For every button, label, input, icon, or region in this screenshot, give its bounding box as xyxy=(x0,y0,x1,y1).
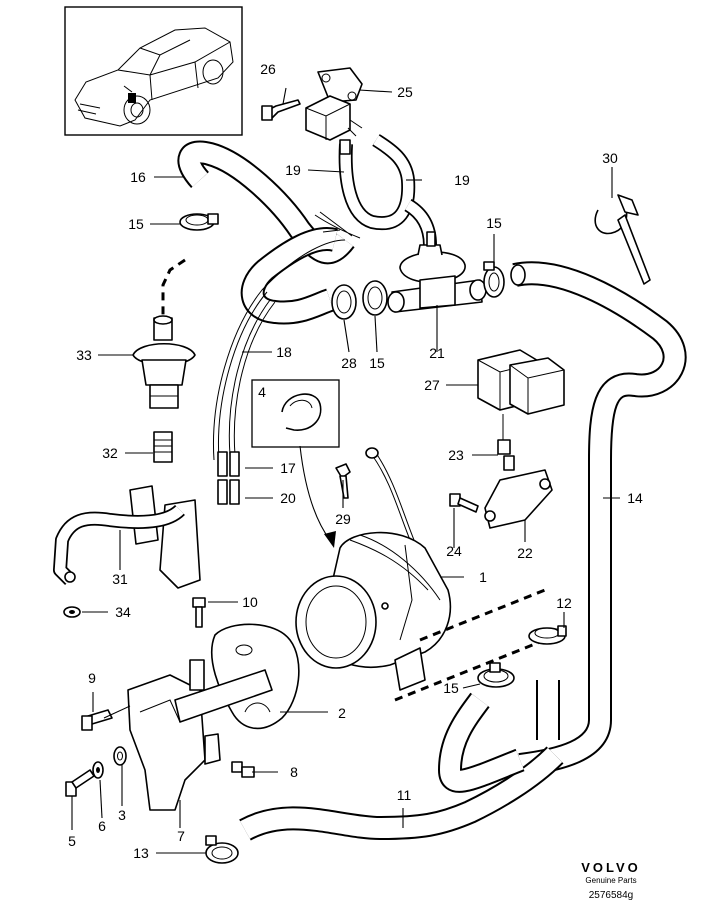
control-valve xyxy=(387,231,487,313)
fitting xyxy=(153,431,173,463)
callout-11: 11 xyxy=(397,787,412,803)
callout-15-mid: 15 xyxy=(369,355,385,371)
callout-15-right: 15 xyxy=(443,680,459,696)
callout-15-valve: 15 xyxy=(486,215,502,231)
callout-1: 1 xyxy=(479,569,487,585)
washer xyxy=(92,761,104,779)
callout-26: 26 xyxy=(260,61,276,77)
callout-28: 28 xyxy=(341,355,357,371)
callout-3: 3 xyxy=(118,807,126,823)
callout-18: 18 xyxy=(276,344,292,360)
support-bracket xyxy=(127,659,273,811)
bolt xyxy=(449,493,479,513)
callout-4: 4 xyxy=(258,384,266,400)
vacuum-hose xyxy=(338,134,437,246)
bolt xyxy=(65,769,95,797)
wiring-harness xyxy=(213,239,346,505)
bolt xyxy=(231,761,255,778)
hose-clamp xyxy=(528,625,567,645)
callout-labels: 26 25 30 16 19 19 15 15 33 18 28 15 21 2… xyxy=(68,61,643,861)
callout-32: 32 xyxy=(102,445,118,461)
callout-8: 8 xyxy=(290,764,298,780)
callout-13: 13 xyxy=(133,845,149,861)
hose-clamp xyxy=(477,662,515,688)
callout-9: 9 xyxy=(88,670,96,686)
sensor-bracket xyxy=(484,455,553,529)
callout-20: 20 xyxy=(280,490,296,506)
washer xyxy=(113,746,127,766)
callout-29: 29 xyxy=(335,511,351,527)
callout-19-left: 19 xyxy=(285,162,301,178)
callout-19-right: 19 xyxy=(454,172,470,188)
coolant-hose-lower xyxy=(239,261,687,841)
heater-unit xyxy=(295,531,452,691)
callout-23: 23 xyxy=(448,447,464,463)
vacuum-valve xyxy=(132,258,196,409)
callout-14: 14 xyxy=(627,490,643,506)
hose-clamp xyxy=(483,261,505,298)
callout-10: 10 xyxy=(242,594,258,610)
cable-tie xyxy=(594,194,651,285)
car-location-icon xyxy=(64,6,243,136)
leader-lines xyxy=(71,87,620,854)
coolant-hose-upper xyxy=(177,140,361,325)
callout-6: 6 xyxy=(98,818,106,834)
callout-17: 17 xyxy=(280,460,296,476)
relay xyxy=(477,349,565,415)
callout-5: 5 xyxy=(68,833,76,849)
callout-2: 2 xyxy=(338,705,346,721)
hidden-line xyxy=(394,588,546,702)
hose-clamp xyxy=(331,284,357,320)
fuel-pipe xyxy=(53,485,201,589)
bolt xyxy=(261,99,301,121)
callout-16: 16 xyxy=(130,169,146,185)
volvo-logo-icon: VOLVO Genuine Parts xyxy=(581,860,641,885)
callout-34: 34 xyxy=(115,604,131,620)
callout-22: 22 xyxy=(517,545,533,561)
relay-bracket xyxy=(305,67,363,141)
callout-21: 21 xyxy=(429,345,445,361)
brand-tagline: Genuine Parts xyxy=(585,876,636,885)
callout-30: 30 xyxy=(602,150,618,166)
clip-inset xyxy=(251,379,340,448)
callout-33: 33 xyxy=(76,347,92,363)
arrow-head xyxy=(324,531,336,548)
hose-clamp xyxy=(362,280,388,316)
bolt xyxy=(81,709,113,731)
brand-logo-text: VOLVO xyxy=(581,860,641,875)
callout-25: 25 xyxy=(397,84,413,100)
callout-31: 31 xyxy=(112,571,128,587)
callout-12: 12 xyxy=(556,595,572,611)
washer xyxy=(63,606,81,618)
callout-15-left: 15 xyxy=(128,216,144,232)
connector xyxy=(497,414,511,455)
callout-7: 7 xyxy=(177,828,185,844)
bolt xyxy=(192,597,206,628)
callout-27: 27 xyxy=(424,377,440,393)
arrow-pointer xyxy=(299,445,331,541)
callout-24: 24 xyxy=(446,543,462,559)
drawing-number: 2576584g xyxy=(589,890,634,901)
hose-clamp xyxy=(205,835,239,864)
hose-clamp xyxy=(179,213,219,231)
